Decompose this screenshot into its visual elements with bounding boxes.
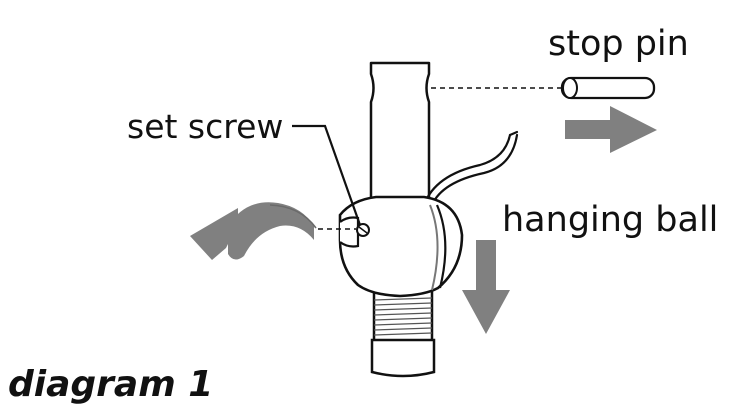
wire	[422, 130, 519, 207]
hanging-ball-label: hanging ball	[502, 200, 718, 240]
set-screw	[356, 223, 370, 237]
arrow-down-icon	[462, 240, 510, 334]
dashed-leaders	[318, 87, 562, 230]
stop-pin-label: stop pin	[548, 24, 689, 64]
diagram-caption: diagram 1	[8, 364, 213, 405]
curved-arrow-left-icon	[190, 202, 317, 260]
hanging-ball-shape	[338, 195, 464, 298]
set-screw-callout	[292, 124, 362, 226]
stop-pin	[560, 76, 656, 100]
down-rod	[369, 61, 431, 207]
threaded-coupling	[370, 280, 436, 378]
arrow-right-icon	[565, 106, 657, 153]
set-screw-label: set screw	[127, 107, 283, 146]
